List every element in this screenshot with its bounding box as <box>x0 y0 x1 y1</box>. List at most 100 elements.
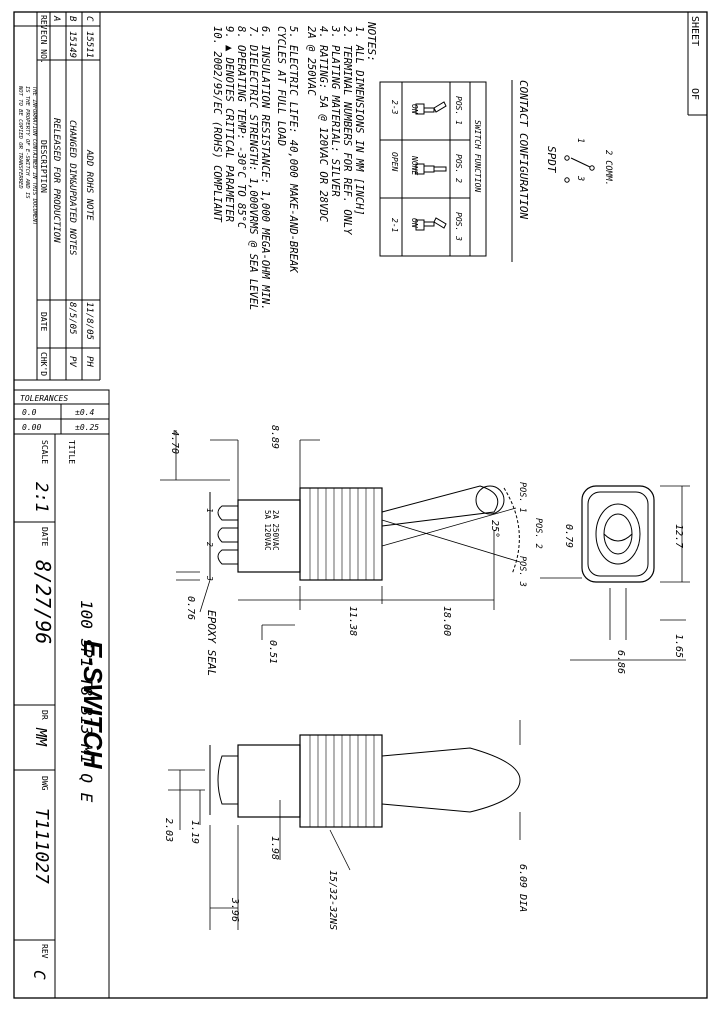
body-rating-1: 2A 250VAC <box>271 510 280 551</box>
dim-18-00: 18.00 <box>441 606 452 636</box>
table-pos-1: POS. 1 <box>454 96 463 125</box>
pin-3-label: 3 <box>205 575 214 581</box>
dim-6-09-dia: 6.09 DIA <box>517 864 528 912</box>
notes-heading: NOTES: <box>365 21 378 62</box>
front-view-dim-labels: 12.7 0.79 1.65 6.86 <box>563 524 684 674</box>
dim-0-51: 0.51 <box>267 640 278 664</box>
drawing-title: 100 SP1 T8 B13 M1 Q E <box>77 600 96 803</box>
rev-header-chkd: CHK'D <box>39 352 48 376</box>
pos-3-label: POS. 3 <box>517 556 527 587</box>
switch-function-label: SWITCH FUNCTION <box>473 120 482 192</box>
lever-pos-3-icon <box>415 217 447 231</box>
date-value: 8/27/96 <box>31 560 55 644</box>
rev-row-c-rev: C <box>84 16 94 22</box>
contact-config-title: CONTACT CONFIGURATION <box>517 80 530 219</box>
sheet-box: SHEET OF <box>687 12 707 116</box>
rev-row-b-chkd: PV <box>67 356 77 367</box>
dim-1-98: 1.98 <box>269 836 280 860</box>
note-5b: CYCLES AT FULL LOAD <box>275 26 287 146</box>
rev-row-a-description: RELEASED FOR PRODUCTION <box>51 118 61 243</box>
lever-pos-1-icon <box>415 101 447 115</box>
rev-row-c-description: ADD ROHS NOTE <box>84 149 94 221</box>
angle-label: 25° <box>489 520 500 538</box>
terminal-comm-label: 2 COMM. <box>603 150 613 186</box>
dim-0-76: 0.76 <box>185 596 196 620</box>
tolerance-value-1: ±0.4 <box>75 408 94 417</box>
note-3: 3. PLATING MATERIAL: SILVER <box>329 25 341 197</box>
rev-header-ecn: ECN NO. <box>39 30 48 64</box>
disclaimer-line-3: NOT TO BE COPIED OR TRANSFERRED <box>17 85 23 189</box>
tolerance-format-1: 0.0 <box>22 408 37 417</box>
thread-spec: 15/32-32NS <box>327 870 338 930</box>
note-6: 6. INSULATION RESISTANCE: 1,000 MEGA-OHM… <box>259 26 271 310</box>
table-pos-2: POS. 2 <box>454 154 463 183</box>
revision-block: REV ECN NO. DESCRIPTION DATE CHK'D C 155… <box>14 12 101 381</box>
note-4b: 2A @ 250VAC <box>305 26 317 96</box>
rev-label: REV <box>40 944 49 959</box>
lever-pos-2-icon <box>415 163 447 175</box>
disclaimer-line-1: THE INFORMATION CONTAINED IN THIS DOCUME… <box>31 86 37 226</box>
note-1: 1. ALL DIMENSIONS IN MM [INCH] <box>353 26 365 216</box>
terminal-1-label: 1 <box>575 138 585 143</box>
spdt-schematic: 2 COMM. 1 3 SPDT <box>545 138 613 186</box>
pos-2-label: POS. 2 <box>533 518 543 549</box>
onoff-pos-3: ON <box>410 218 419 228</box>
disclaimer-line-2: IS THE PROPERTY OF E-SWITCH AND IS <box>24 86 30 199</box>
note-5: 5. ELECTRIC LIFE: 40,000 MAKE-AND-BREAK <box>287 26 299 273</box>
bottom-view-dimensions <box>168 720 521 930</box>
dim-12-7: 12.7 <box>673 524 684 548</box>
title-block: TITLE 100 SP1 T8 B13 M1 Q E E-SWITCH SCA… <box>13 433 110 999</box>
sheet-label: SHEET <box>689 16 700 46</box>
dim-3-96: 3.96 <box>229 897 240 922</box>
front-view-dimensions <box>540 485 690 661</box>
spdt-label: SPDT <box>545 146 558 174</box>
notes-block: NOTES: 1. ALL DIMENSIONS IN MM [INCH] 2.… <box>211 21 378 310</box>
note-10: 10. 2002/95/EC (ROHS) COMPLIANT <box>211 26 223 223</box>
rev-row-c-date: 11/8/05 <box>84 302 94 340</box>
side-view-dimensions <box>160 430 495 640</box>
scale-label: SCALE <box>40 440 49 464</box>
body-rating-2: 5A 120VAC <box>263 510 272 551</box>
note-7: 7. DIELECTRIC STRENGTH: 1,000VRMS @ SEA … <box>247 26 259 310</box>
terminal-3-label: 3 <box>575 175 585 181</box>
pin-2-label: 2 <box>205 542 214 547</box>
title-label: TITLE <box>67 440 76 464</box>
switch-bottom-view <box>209 734 521 828</box>
dr-label: DR <box>40 710 49 720</box>
pos-1-label: POS. 1 <box>517 482 527 513</box>
note-2: 2. TERMINAL NUMBERS FOR REF. ONLY <box>341 26 353 235</box>
rev-header-date: DATE <box>39 312 48 331</box>
note-9: 9. ▲ DENOTES CRITICAL PARAMETER <box>223 26 235 222</box>
date-label: DATE <box>40 527 49 546</box>
dwg-label: DWG <box>40 776 49 791</box>
dwg-number: T111027 <box>31 808 52 884</box>
dim-11-38: 11.38 <box>347 606 358 636</box>
dim-1-65: 1.65 <box>673 634 684 658</box>
rev-value: C <box>30 970 49 980</box>
rev-row-b-description: CHANGED DIM&UPDATED NOTES <box>67 120 77 256</box>
dim-2-03: 2.03 <box>163 818 174 842</box>
dr-value: MM <box>32 727 50 747</box>
note-4: 4. RATING: 5A @ 120VAC OR 28VDC <box>317 26 329 223</box>
side-view-labels: 2A 250VAC 5A 120VAC 1 2 3 POS. 1 POS. 2 … <box>205 482 543 587</box>
tolerances-block: TOLERANCES 0.0 ±0.4 0.00 ±0.25 <box>13 389 110 435</box>
onoff-pos-1: ON <box>410 104 419 114</box>
state-pos-3: 2-1 <box>390 218 399 232</box>
dim-4-70: 4.70 <box>169 430 180 454</box>
dim-6-86: 6.86 <box>615 650 626 674</box>
rev-header-rev: REV <box>39 15 48 30</box>
switch-front-view <box>581 485 655 583</box>
switch-function-table: SWITCH FUNCTION POS. 1 POS. 2 POS. 3 2-3 <box>379 81 487 257</box>
switch-side-view <box>209 485 521 581</box>
state-pos-2: OPEN <box>390 152 399 171</box>
tolerance-value-2: ±0.25 <box>75 423 99 432</box>
bottom-view-dim-labels: 6.09 DIA 15/32-32NS 1.98 1.19 2.03 3.96 <box>163 818 528 930</box>
rev-row-b-ecn: 15149 <box>67 31 77 58</box>
sheet-of-label: OF <box>689 88 700 100</box>
side-view-dim-labels: 8.89 4.70 0.76 11.38 18.00 0.51 EPOXY SE… <box>169 425 452 676</box>
tolerance-format-2: 0.00 <box>22 423 41 432</box>
contact-configuration: CONTACT CONFIGURATION 2 COMM. 1 3 SPDT S… <box>379 80 613 262</box>
onoff-pos-2: NONE <box>410 155 419 175</box>
rev-header-description: DESCRIPTION <box>39 140 48 193</box>
